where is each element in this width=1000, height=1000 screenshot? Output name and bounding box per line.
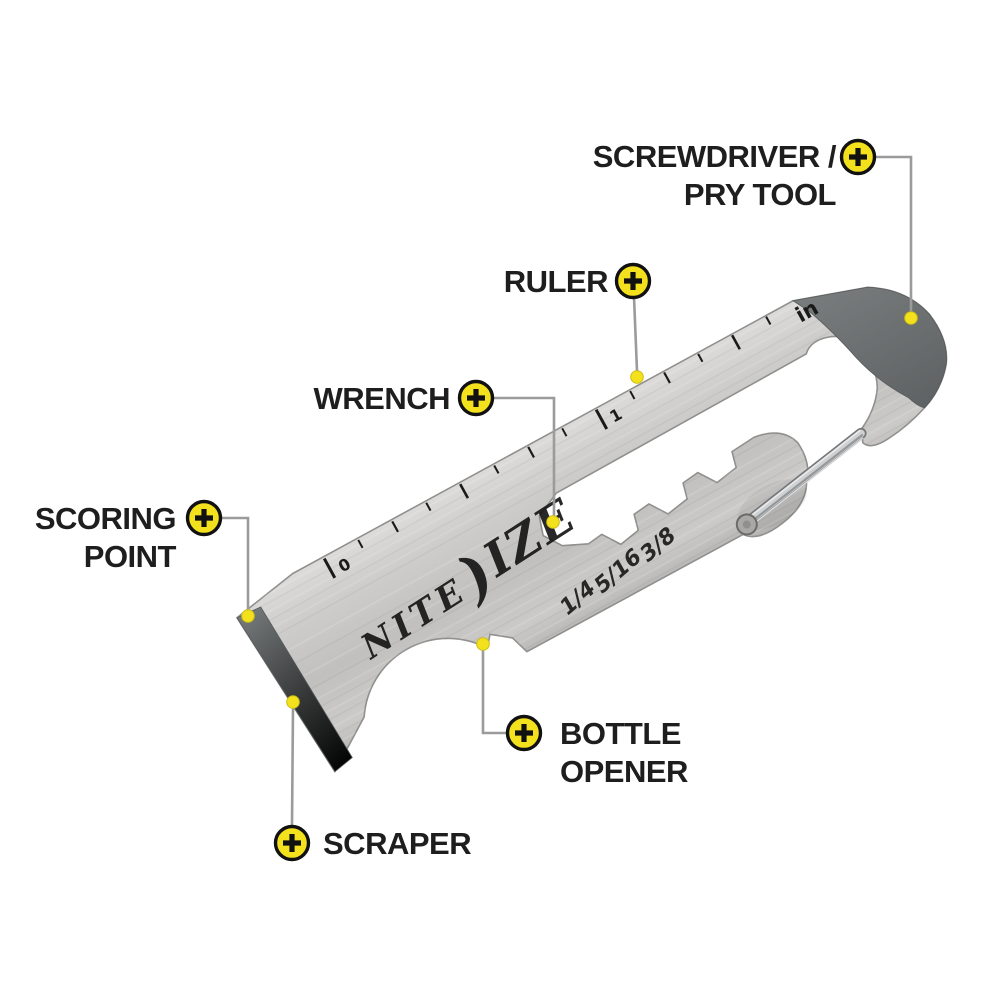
screwdriver-pry-tool-label-line: PRY TOOL — [684, 177, 836, 212]
scraper-bevel — [236, 606, 353, 773]
ruler-tick — [357, 539, 364, 549]
wrench-label-line: WRENCH — [314, 381, 451, 416]
callout-wrench: WRENCH — [314, 379, 560, 529]
bottle-opener-label-line: OPENER — [560, 754, 688, 789]
ruler-point-dot — [630, 370, 644, 384]
brush-streak — [244, 277, 930, 653]
brush-streak — [231, 249, 914, 625]
brush-streak — [236, 263, 922, 639]
scraper-marker-icon — [273, 824, 311, 862]
brush-streak — [260, 307, 946, 683]
wrench-marker-icon — [457, 379, 495, 417]
callout-screwdriver-pry-tool: SCREWDRIVER /PRY TOOL — [593, 138, 918, 325]
scoring-point-marker-icon — [185, 499, 223, 537]
scraper-connector-line — [290, 707, 295, 826]
scraper-label: SCRAPER — [323, 826, 471, 861]
ruler-label: RULER — [504, 264, 608, 299]
brush-streak — [240, 269, 926, 647]
scoring-point-label-line: SCORING — [35, 501, 176, 536]
ruler-tick — [459, 483, 470, 499]
gate-rivet-center — [742, 520, 751, 529]
ruler-tick — [493, 465, 500, 474]
brush-streak — [231, 244, 910, 619]
carabiner-gate-wire — [739, 427, 867, 531]
screwdriver-pry-tool-marker-icon — [839, 138, 877, 176]
screwdriver-pry-tool-label: SCREWDRIVER /PRY TOOL — [593, 139, 837, 212]
ruler-marker-icon — [614, 262, 652, 300]
callout-ruler: RULER — [504, 262, 652, 384]
ruler-tick — [425, 502, 432, 512]
brush-streak — [232, 255, 918, 633]
ruler-tick — [391, 520, 399, 533]
bottle-opener-marker-icon — [505, 714, 543, 752]
bottle-opener-connector-line — [481, 650, 506, 735]
bottle-opener-point-dot — [476, 637, 490, 651]
ruler-tick — [730, 334, 741, 350]
ruler-tick — [322, 557, 337, 579]
ruler-tick — [594, 408, 609, 430]
ruler-tick — [561, 427, 568, 437]
tool: 0 1 in NITE)IZE 1/45/163/8 — [231, 244, 987, 777]
ruler-tick — [629, 390, 636, 400]
scoring-point-connector-line — [221, 516, 250, 610]
scraper-point-dot — [286, 695, 300, 709]
wrench-point-dot — [546, 515, 560, 529]
bottle-opener-label-line: BOTTLE — [560, 716, 681, 751]
scraper-label-line: SCRAPER — [323, 826, 471, 861]
ruler-tick — [663, 371, 671, 384]
screwdriver-pry-tool-connector-line — [874, 155, 913, 311]
scoring-point-point-dot — [241, 609, 255, 623]
ruler-tick — [697, 353, 704, 363]
wrench-label: WRENCH — [314, 381, 451, 416]
screwdriver-pry-tool-label-line: SCREWDRIVER / — [593, 139, 837, 174]
scoring-point-label-line: POINT — [84, 539, 177, 574]
ruler-ticks — [322, 316, 772, 579]
callout-scraper: SCRAPER — [273, 695, 472, 862]
ruler-connector-line — [632, 296, 639, 372]
screwdriver-pry-tool-point-dot — [904, 311, 918, 325]
ruler-tick — [765, 316, 772, 326]
ruler-label-line: RULER — [504, 264, 608, 299]
ruler-tick — [527, 446, 535, 458]
wrench-connector-line — [493, 396, 556, 516]
